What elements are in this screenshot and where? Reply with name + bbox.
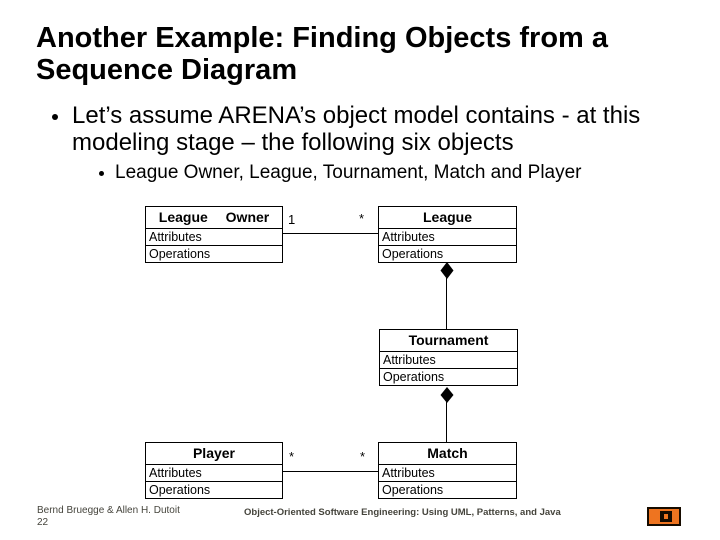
class-operations-compartment: Operations bbox=[383, 370, 445, 384]
composition-diamond-icon bbox=[440, 262, 454, 279]
sub-bullet-icon bbox=[99, 171, 104, 176]
class-box-match: Match Attributes Operations bbox=[378, 442, 517, 499]
footer-authors: Bernd Bruegge & Allen H. Dutoit bbox=[37, 505, 180, 516]
composition-diamond-icon bbox=[440, 387, 454, 403]
footer-page-number: 22 bbox=[37, 517, 49, 528]
association-line-player-match bbox=[282, 471, 378, 472]
class-name: League bbox=[379, 207, 516, 229]
class-name: Match bbox=[379, 443, 516, 465]
composition-line-tournament-match bbox=[446, 402, 447, 443]
class-attributes-compartment: Attributes bbox=[379, 229, 516, 246]
composition-line-league-tournament bbox=[446, 278, 447, 330]
slide-title: Another Example: Finding Objects from a … bbox=[36, 22, 609, 86]
class-operations-compartment: Operations bbox=[382, 483, 444, 497]
class-attributes-compartment: Attributes bbox=[146, 229, 282, 246]
class-box-player: Player Attributes Operations bbox=[145, 442, 283, 499]
class-operations-compartment: Operations bbox=[149, 483, 211, 497]
class-name: Player bbox=[146, 443, 282, 465]
class-box-league-owner: League Owner Attributes Operations bbox=[145, 206, 283, 263]
footer-left: Bernd Bruegge & Allen H. Dutoit 22 bbox=[37, 505, 180, 529]
multiplicity-label: * bbox=[360, 449, 366, 464]
bullet-icon bbox=[52, 114, 58, 120]
footer-logo-inner-dot bbox=[664, 514, 668, 519]
multiplicity-label: * bbox=[359, 211, 365, 226]
class-attributes-compartment: Attributes bbox=[146, 465, 282, 482]
footer-logo-inner-shape bbox=[660, 511, 672, 522]
footer-book-title: Object-Oriented Software Engineering: Us… bbox=[244, 507, 561, 518]
class-box-tournament: Tournament Attributes Operations bbox=[379, 329, 518, 386]
class-name: Tournament bbox=[380, 330, 517, 352]
multiplicity-label: * bbox=[289, 449, 295, 464]
multiplicity-label: 1 bbox=[288, 212, 296, 227]
bullet-text: Let’s assume ARENA’s object model contai… bbox=[72, 102, 641, 156]
class-attributes-compartment: Attributes bbox=[380, 352, 517, 369]
sub-bullet-text: League Owner, League, Tournament, Match … bbox=[115, 162, 582, 183]
class-box-league: League Attributes Operations bbox=[378, 206, 517, 263]
footer-logo-icon bbox=[647, 507, 681, 526]
association-line-leagueowner-league bbox=[282, 233, 378, 234]
class-attributes-compartment: Attributes bbox=[379, 465, 516, 482]
class-operations-compartment: Operations bbox=[149, 247, 211, 261]
class-name: League Owner bbox=[146, 207, 282, 229]
class-operations-compartment: Operations bbox=[382, 247, 444, 261]
